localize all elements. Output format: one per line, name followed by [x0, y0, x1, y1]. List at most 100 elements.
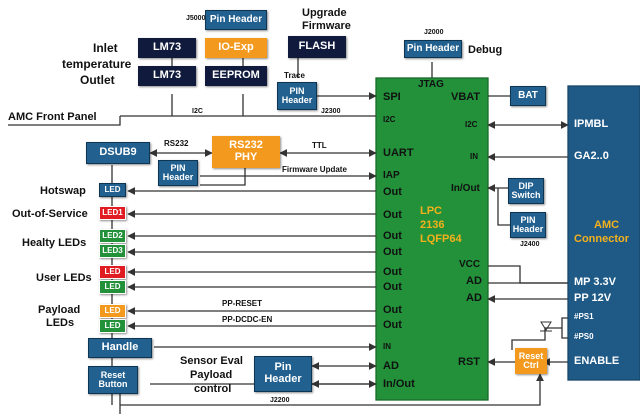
pin-header-sensor: Pin Header [254, 356, 312, 392]
mcu-out-8: Out [383, 319, 402, 331]
pp-12v-label: PP 12V [574, 292, 612, 304]
mcu-i2c-right: I2C [465, 120, 478, 129]
mcu-out-7: Out [383, 304, 402, 316]
payload-led-green: LED [99, 319, 126, 333]
mcu-out-6: Out [383, 281, 402, 293]
outlet-label: Outlet [80, 73, 115, 87]
ttl-label: TTL [312, 141, 327, 150]
mcu-rst: RST [458, 356, 480, 368]
pp-dcdc-en-label: PP-DCDC-EN [222, 315, 273, 324]
healty-led2: LED2 [99, 229, 126, 243]
pin-header-rs232-line2: Header [162, 172, 194, 182]
mcu-in-left: IN [383, 342, 391, 351]
hotswap-label: Hotswap [40, 185, 86, 197]
mcu-vbat: VBAT [451, 91, 481, 103]
pin-header-j2400-line2: Header [512, 224, 544, 234]
dip-switch-box: DIP Switch [508, 178, 544, 204]
amc-label: AMC [594, 219, 620, 231]
reset-ctrl-line2: Ctrl [523, 360, 539, 370]
ps0-label: #PS0 [574, 332, 594, 341]
payload-control-label: Payload [190, 369, 233, 381]
debug-label: Debug [468, 44, 503, 56]
reset-button-line2: Button [98, 379, 128, 389]
pin-header-sensor-line1: Pin [274, 361, 292, 374]
leds-label: LEDs [46, 317, 75, 329]
j2400-label: J2400 [520, 241, 540, 248]
reset-ctrl-box: Reset Ctrl [515, 348, 547, 374]
dip-switch-line1: DIP [518, 180, 534, 191]
mcu-uart: UART [383, 147, 414, 159]
pin-header-rs232-line1: PIN [170, 162, 186, 173]
amc-front-panel-label: AMC Front Panel [8, 111, 97, 123]
payload-led-orange: LED [99, 304, 126, 318]
trace-label: Trace [284, 71, 305, 80]
out-of-service-led: LED1 [99, 206, 126, 220]
mcu-out-4: Out [383, 246, 402, 258]
chip-name-1: LPC [420, 205, 442, 217]
pp-reset-label: PP-RESET [222, 299, 263, 308]
pin-header-j5000: Pin Header [205, 10, 267, 30]
mp-33v-label: MP 3.3V [574, 276, 616, 288]
mcu-jtag: JTAG [418, 79, 444, 90]
j2300-label: J2300 [321, 108, 341, 115]
i2c-bus-label: I2C [192, 108, 203, 115]
reset-ctrl-line1: Reset [518, 350, 544, 361]
upgrade-label: Upgrade [302, 7, 347, 19]
ga-label: GA2..0 [574, 150, 609, 162]
firmware-update-label: Firmware Update [282, 165, 347, 174]
chip-name-2: 2136 [420, 219, 445, 231]
flash-box: FLASH [288, 36, 346, 58]
rs232-phy-box: RS232 PHY [212, 136, 280, 168]
rs232-label: RS232 [164, 139, 189, 148]
healty-led3: LED3 [99, 244, 126, 258]
control-label: control [194, 383, 232, 395]
mcu-ad-right-2: AD [466, 292, 482, 304]
pin-header-j2400-line1: PIN [520, 214, 536, 225]
handle-box: Handle [88, 338, 152, 358]
reset-button-line1: Reset [100, 369, 126, 380]
j2200-label: J2200 [270, 397, 290, 404]
healty-leds-label: Healty LEDs [22, 237, 87, 249]
sensor-eval-label: Sensor Eval [180, 355, 243, 367]
mcu-i2c-left: I2C [383, 115, 396, 124]
reset-button-box: Reset Button [88, 366, 138, 394]
dsub9-box: DSUB9 [86, 142, 150, 164]
pin-header-j2400: PIN Header [510, 212, 546, 238]
mcu-inout-right: In/Out [451, 183, 480, 194]
pin-header-rs232: PIN Header [158, 160, 198, 186]
user-leds-label: User LEDs [36, 272, 92, 284]
rs232-phy-line1: RS232 [229, 139, 263, 152]
pin-header-trace-line1: PIN [289, 85, 305, 96]
eeprom-box: EEPROM [205, 66, 267, 86]
hotswap-led: LED [99, 183, 126, 197]
firmware-label: Firmware [302, 20, 351, 32]
user-led-green: LED [99, 280, 126, 294]
mcu-out-3: Out [383, 230, 402, 242]
payload-label: Payload [38, 304, 81, 316]
mcu-inout-left: In/Out [383, 378, 415, 390]
lm73-outlet-box: LM73 [138, 66, 196, 86]
ps1-label: #PS1 [574, 312, 594, 321]
j5000-label: J5000 [186, 15, 206, 22]
mcu-out-2: Out [383, 209, 402, 221]
lm73-inlet-box: LM73 [138, 38, 196, 58]
pin-header-trace-line2: Header [281, 95, 313, 105]
mcu-spi: SPI [383, 91, 401, 103]
mcu-out-1: Out [383, 186, 402, 198]
mcu-in-right: IN [470, 152, 478, 161]
mcu-vcc: VCC [459, 259, 481, 270]
enable-label: ENABLE [574, 355, 620, 367]
pin-header-sensor-line2: Header [264, 373, 302, 385]
out-of-service-label: Out-of-Service [12, 208, 88, 220]
j2000-label: J2000 [424, 29, 444, 36]
io-exp-box: IO-Exp [205, 38, 267, 58]
mcu-ad-right-1: AD [466, 275, 482, 287]
pin-header-debug: Pin Header [404, 40, 462, 58]
inlet-label: Inlet [93, 41, 118, 55]
connector-label: Connector [574, 233, 629, 245]
rs232-phy-line2: PHY [234, 151, 258, 163]
temperature-label: temperature [62, 57, 132, 71]
bat-box: BAT [510, 86, 546, 106]
